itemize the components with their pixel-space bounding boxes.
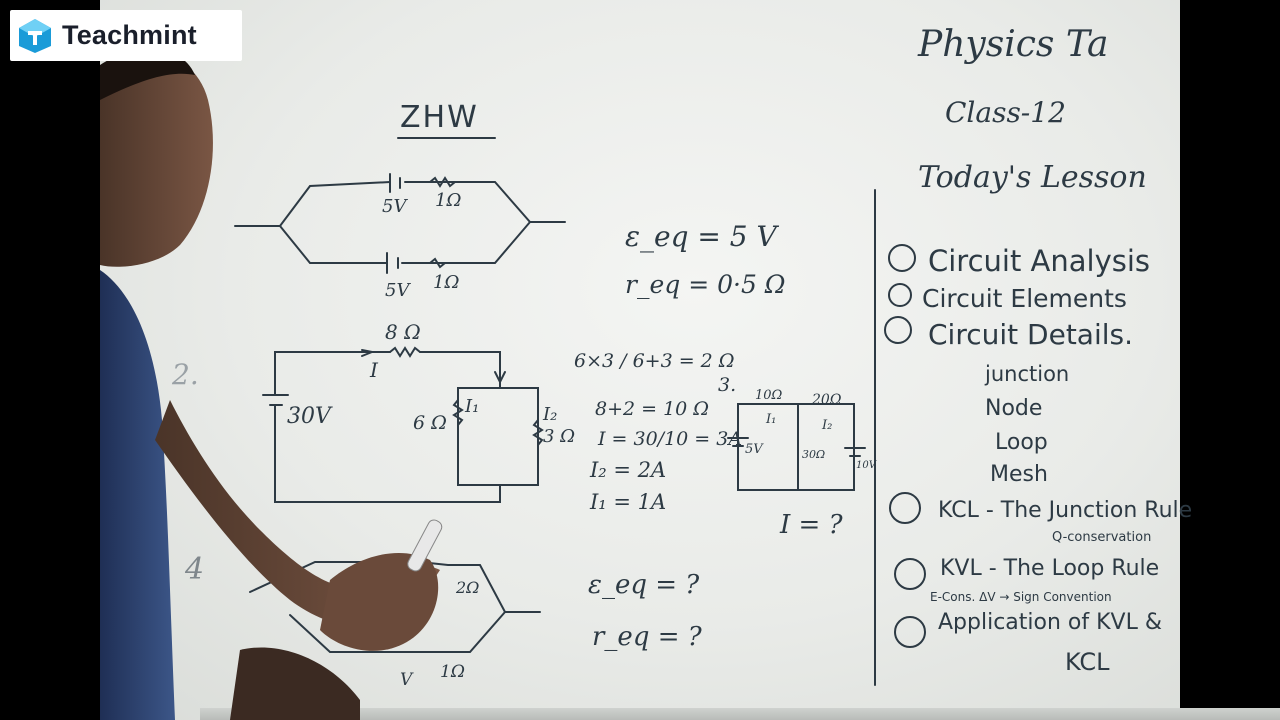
bullet-icon [888, 283, 912, 307]
p1-req: r_eq = 0·5 Ω [625, 270, 786, 299]
p2-work-line: I = 30/10 = 3A [598, 428, 743, 450]
bullet-icons [884, 244, 926, 648]
letterbox-left [0, 0, 100, 720]
bullet-icon [894, 616, 926, 648]
class-label: Class-12 [945, 96, 1066, 129]
p3-source2: 10V [856, 460, 876, 471]
p3-question: I = ? [780, 510, 843, 540]
p2-circuit-outer [274, 351, 391, 396]
p2-resistor-top: 8 Ω [385, 320, 421, 344]
lesson-heading: Today's Lesson [918, 160, 1147, 195]
p2-work-line: I₂ = 2A [590, 458, 667, 482]
p1-r-top: 1Ω [435, 190, 462, 211]
p1-cell-bottom: 5V [385, 280, 410, 301]
p4-r-bottom: 1Ω [440, 662, 465, 682]
p1-circuit-bottom-r [401, 221, 531, 264]
rule-note: E-Cons. ΔV → Sign Convention [930, 590, 1112, 604]
p2-work-line: I₁ = 1A [590, 490, 667, 514]
rule-title: KVL - The Loop Rule [940, 556, 1160, 581]
bullet-icon [889, 492, 921, 524]
p4-cell-bottom: V [400, 670, 413, 690]
teachmint-logo-text: Teachmint [62, 20, 197, 50]
p2-work-line: 8+2 = 10 Ω [595, 398, 710, 420]
p4-r-top: 2Ω [456, 578, 480, 597]
p3-i1: I₁ [766, 412, 777, 427]
rule-title: Application of KVL & [938, 610, 1162, 635]
p2-r-right: 3 Ω [543, 426, 576, 447]
p2-i2: I₂ [543, 404, 558, 425]
p1-eeq: ε_eq = 5 V [625, 220, 777, 253]
whiteboard: Physics Ta Class-12 Today's Lesson Circu… [100, 0, 1280, 720]
p2-work-line: 6×3 / 6+3 = 2 Ω [574, 350, 735, 372]
teachmint-logo-icon [19, 18, 51, 53]
rule-note: Q-conservation [1052, 530, 1152, 545]
rule-title: KCL - The Junction Rule [938, 498, 1193, 523]
bullet-icon [884, 316, 912, 344]
p3-r1: 10Ω [755, 388, 783, 403]
rule-note: KCL [1065, 648, 1110, 676]
topic-item: Circuit Elements [922, 284, 1127, 313]
board-title: Physics Ta [918, 24, 1109, 65]
subtopic-item: Mesh [990, 462, 1048, 487]
p4-req: r_eq = ? [592, 622, 702, 652]
p3-i2: I₂ [822, 418, 833, 433]
subtopic-item: Loop [995, 430, 1048, 455]
bullet-icon [888, 244, 916, 272]
topic-item: Circuit Details. [928, 318, 1133, 351]
topic-item: Circuit Analysis [928, 244, 1151, 278]
p2-r-left: 6 Ω [413, 412, 447, 434]
p3-r2: 20Ω [812, 392, 842, 408]
p2-i1: I₁ [465, 396, 480, 417]
bullet-icon [894, 558, 926, 590]
hw-label: ZHW [400, 100, 479, 135]
p3-source: 5V [745, 442, 763, 457]
subtopic-item: Node [985, 396, 1043, 421]
teachmint-logo: Teachmint [10, 10, 242, 61]
p1-circuit-bottom [279, 225, 388, 264]
p4-eeq: ε_eq = ? [588, 570, 700, 600]
p4-circuit [249, 561, 541, 613]
p1-circuit-top-r [404, 181, 566, 223]
p2-number: 2. [172, 358, 199, 391]
p1-r-bottom: 1Ω [433, 272, 460, 293]
p1-cell-top: 5V [382, 196, 407, 217]
p1-circuit-top [234, 181, 391, 227]
p4-number: 4 [185, 552, 205, 587]
subtopic-item: junction [985, 362, 1070, 386]
letterbox-right [1180, 0, 1280, 720]
p3-r3: 30Ω [802, 448, 826, 461]
board-tray [200, 708, 1280, 720]
p3-number: 3. [718, 374, 737, 396]
p2-source: 30V [287, 404, 331, 429]
p2-current: I [370, 358, 378, 382]
